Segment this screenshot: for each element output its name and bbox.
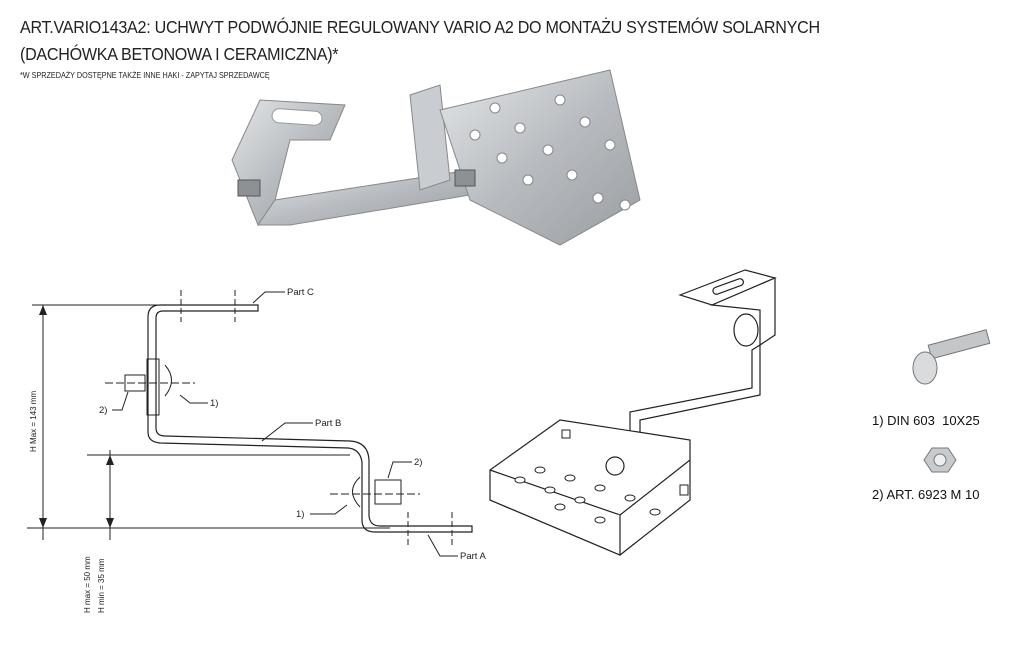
h-max-label: H max = 50 mm [83,556,92,613]
sales-note: *W SPRZEDAŻY DOSTĘPNE TAKŻE INNE HAKI - … [20,70,270,80]
callout-1-upper: 1) [210,398,218,409]
title-line-2: (DACHÓWKA BETONOWA I CERAMICZNA)* [20,44,339,64]
h-min-label: H min = 35 mm [97,558,106,613]
part-b-label: Part B [315,418,341,429]
part-a-label: Part A [460,551,487,562]
callout-1-lower: 1) [296,509,304,520]
carriage-bolt-icon [912,329,991,385]
page-title: ART.VARIO143A2: UCHWYT PODWÓJNIE REGULOW… [20,14,820,68]
hardware-item-1: 1) DIN 603 10X25 [872,413,980,428]
hardware-item-2: 2) ART. 6923 M 10 [872,487,980,502]
callout-2-upper: 2) [99,405,107,416]
h-max-total-label: H Max = 143 mm [29,391,38,452]
callout-2-lower: 2) [414,457,422,468]
flange-nut-icon [923,447,957,473]
title-line-1: ART.VARIO143A2: UCHWYT PODWÓJNIE REGULOW… [20,17,820,37]
part-c-label: Part C [287,287,314,298]
